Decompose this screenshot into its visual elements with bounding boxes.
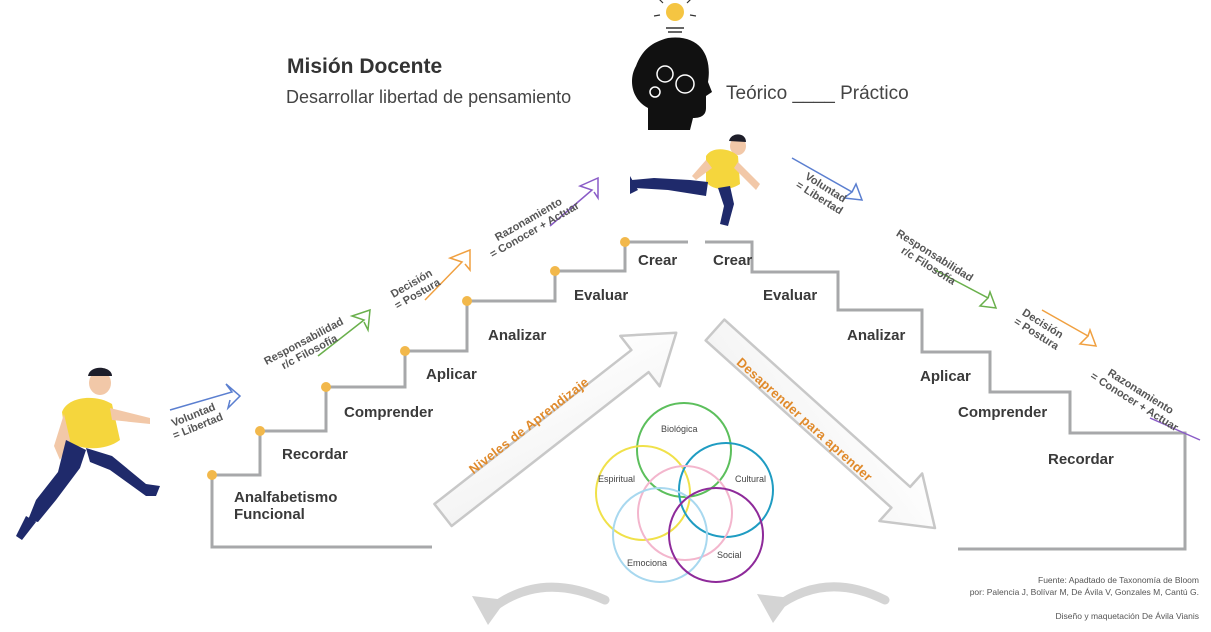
runner-top-illustration (630, 134, 760, 226)
stair-dots (207, 237, 630, 480)
right-staircase (705, 240, 1187, 551)
venn-label-biologica: Biológica (661, 424, 698, 434)
page-title: Misión Docente (287, 55, 443, 78)
venn-label-cultural: Cultural (735, 474, 767, 484)
venn-circle-emocional (612, 487, 708, 583)
small-arrow-blue (169, 383, 242, 411)
venn-circle-social (668, 487, 764, 583)
stair-dot (620, 237, 630, 247)
small-arrow-orange (424, 248, 471, 301)
stair-dot (462, 296, 472, 306)
unlearn-arrow (704, 318, 937, 530)
right-step-2: Analizar (847, 327, 906, 344)
small-arrows-right (791, 157, 1201, 441)
venn-label-social: Social (717, 550, 742, 560)
thinking-head-icon (632, 0, 712, 130)
left-step-0: Analfabetismo Funcional (234, 489, 338, 523)
credit-design: Diseño y maquetación De Ávila Vianis (1055, 611, 1199, 621)
venn-circle-biologica (636, 402, 732, 498)
small-arrow-green (934, 269, 998, 309)
left-step-1: Recordar (282, 446, 348, 463)
left-staircase (210, 240, 688, 549)
venn-diagram (595, 402, 774, 583)
small-arrows-left (169, 176, 599, 411)
venn-label-espiritual: Espiritual (598, 474, 636, 484)
theory-practice-label: Teórico ____ Práctico (726, 83, 909, 104)
small-arrow-blue (791, 157, 864, 201)
left-step-6: Crear (638, 252, 678, 269)
stair-dot (321, 382, 331, 392)
left-step-2: Comprender (344, 404, 434, 421)
stair-dot (400, 346, 410, 356)
venn-circle-espiritual (595, 445, 691, 541)
right-step-0: Crear (713, 252, 753, 269)
learning-levels-arrow (433, 331, 678, 528)
right-step-1: Evaluar (763, 287, 818, 304)
small-arrow-orange (1041, 309, 1098, 347)
small-arrow-green (317, 308, 371, 357)
venn-circle-centro (637, 465, 733, 561)
right-step-5: Recordar (1048, 451, 1114, 468)
left-step-3: Aplicar (426, 366, 477, 383)
small-arrow-purple (549, 176, 599, 227)
curved-arrow-left (485, 582, 610, 615)
venn-label-emocional: Emociona (627, 558, 668, 568)
credit-source: Fuente: Apadtado de Taxonomía de Bloom (1038, 575, 1199, 585)
curved-arrow-right-head (757, 594, 791, 623)
left-step-5: Evaluar (574, 287, 629, 304)
left-step-4: Analizar (488, 327, 547, 344)
right-step-4: Comprender (958, 404, 1048, 421)
page-subtitle: Desarrollar libertad de pensamiento (286, 87, 572, 107)
credit-authors: por: Palencia J, Bolívar M, De Ávila V, … (969, 587, 1199, 597)
curved-arrow-right (770, 582, 890, 613)
stair-dot (255, 426, 265, 436)
curved-arrow-left-head (472, 596, 506, 625)
small-arrow-purple (1149, 417, 1201, 441)
runner-left-illustration (16, 367, 160, 540)
stair-dot (207, 470, 217, 480)
right-step-3: Aplicar (920, 368, 971, 385)
stair-dot (550, 266, 560, 276)
